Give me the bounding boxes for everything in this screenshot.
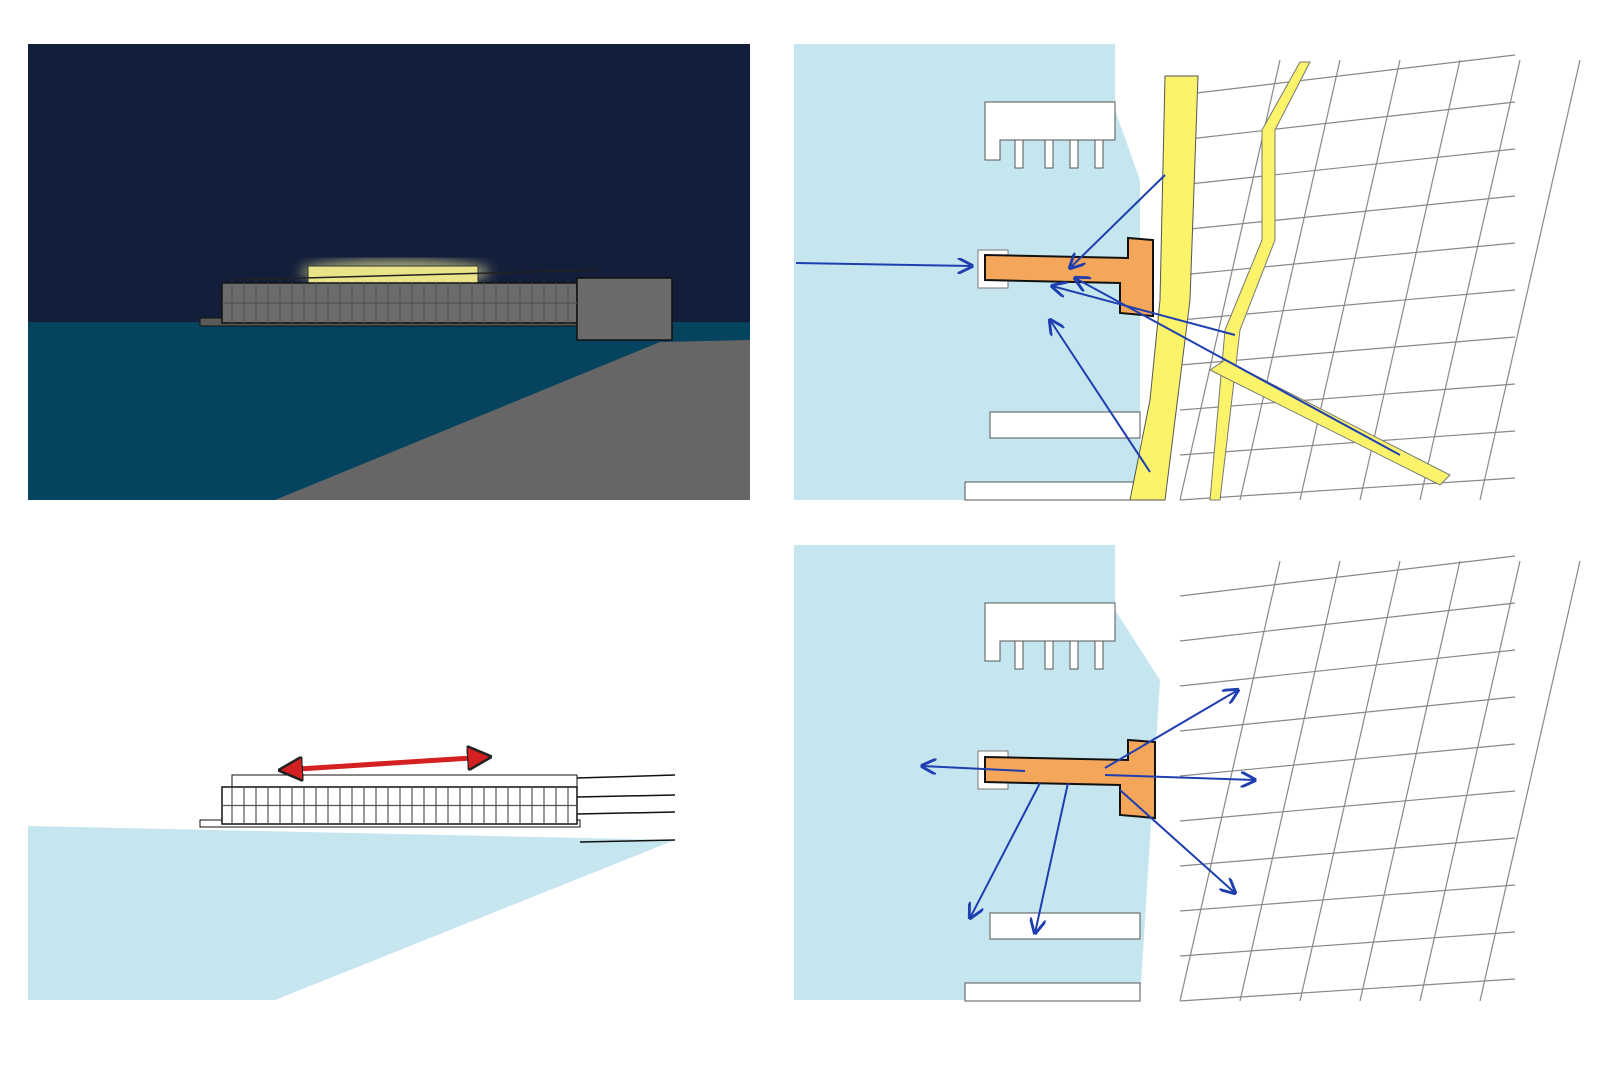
pier-finger xyxy=(1044,640,1054,670)
facade-grid xyxy=(222,787,577,824)
street xyxy=(1179,148,1516,186)
arrow-icon xyxy=(795,263,972,266)
arrow-icon xyxy=(1104,775,1255,780)
night-perspective-panel xyxy=(28,44,750,500)
pier xyxy=(989,912,1141,940)
head-roof-line xyxy=(576,774,676,779)
street xyxy=(1179,743,1516,777)
street xyxy=(1179,195,1516,231)
street xyxy=(1419,560,1521,1002)
street xyxy=(1239,560,1341,1002)
pier-finger xyxy=(1094,139,1104,169)
piers xyxy=(964,101,1141,501)
pier xyxy=(984,602,1116,662)
street xyxy=(1179,54,1516,96)
building-head xyxy=(576,277,673,341)
water xyxy=(794,545,1160,1000)
street xyxy=(1419,59,1521,501)
street xyxy=(1179,696,1516,732)
street xyxy=(1179,790,1516,822)
street xyxy=(1299,59,1401,501)
orange-pier-building xyxy=(984,738,1156,820)
yellow-street xyxy=(1209,61,1311,501)
day-perspective-panel xyxy=(28,757,676,1000)
pier-finger xyxy=(1094,640,1104,670)
street xyxy=(1479,560,1581,1002)
street xyxy=(1179,101,1516,141)
street xyxy=(1179,430,1516,456)
arrow-icon xyxy=(1104,690,1238,769)
street xyxy=(1179,383,1516,411)
arrow-icon xyxy=(1075,278,1401,456)
site-plan-views-out-panel xyxy=(794,545,1581,1002)
pier-finger xyxy=(1069,640,1079,670)
arrow-icon xyxy=(1050,320,1151,473)
head-line xyxy=(576,811,676,815)
street xyxy=(1359,59,1461,501)
land xyxy=(275,340,750,500)
arrow-icon xyxy=(1119,789,1235,893)
pier-finger xyxy=(1069,139,1079,169)
street xyxy=(1179,931,1516,957)
street xyxy=(1359,560,1461,1002)
street xyxy=(1179,884,1516,912)
shore-edge xyxy=(579,839,676,843)
pier-finger xyxy=(1044,139,1054,169)
roof-pavilion xyxy=(231,774,578,788)
street xyxy=(1179,978,1516,1002)
street xyxy=(1179,477,1516,501)
street xyxy=(1179,560,1281,1002)
arrow-icon xyxy=(1052,286,1236,336)
pier xyxy=(984,101,1116,161)
facade-grid xyxy=(222,283,577,323)
street xyxy=(1239,59,1341,501)
street-grid xyxy=(1179,54,1581,501)
street xyxy=(1179,649,1516,687)
pier-finger xyxy=(1014,139,1024,169)
orange-pier-building xyxy=(984,236,1154,318)
arrow-icon xyxy=(1070,174,1166,268)
water xyxy=(28,826,675,1000)
arrow-icon xyxy=(970,782,1041,918)
site-plan-views-in-panel xyxy=(794,44,1581,501)
roof-railing xyxy=(229,269,601,281)
street xyxy=(1179,837,1516,867)
head-line xyxy=(576,794,676,798)
arrow-icon xyxy=(283,757,487,770)
street-grid xyxy=(1179,555,1581,1002)
highway xyxy=(1129,75,1199,501)
pier xyxy=(964,481,1141,501)
arrow-icon xyxy=(1035,782,1069,933)
yellow-diagonal-street xyxy=(1209,359,1451,486)
street xyxy=(1179,242,1516,276)
pier xyxy=(989,411,1141,439)
street xyxy=(1479,59,1581,501)
arrow-icon xyxy=(922,766,1026,771)
street xyxy=(1179,555,1516,597)
street xyxy=(1299,560,1401,1002)
street xyxy=(1179,602,1516,642)
pier xyxy=(964,982,1141,1002)
pier-finger xyxy=(1014,640,1024,670)
